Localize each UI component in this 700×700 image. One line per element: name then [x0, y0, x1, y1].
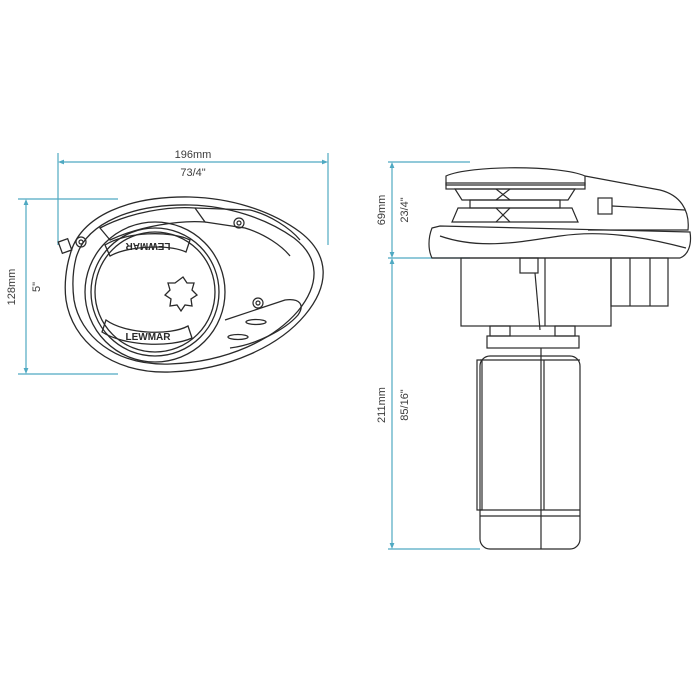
upper-metric-label: 69mm: [376, 195, 388, 226]
screw-icon: [75, 217, 264, 309]
top-view: 196mm 73/4" 128mm 5": [6, 149, 329, 375]
upper-imperial-label: 23/4": [399, 197, 411, 222]
width-imperial-label: 73/4": [180, 167, 205, 179]
height-dimension: [18, 198, 118, 375]
lower-metric-label: 211mm: [376, 387, 388, 423]
windlass-side-outline: [428, 167, 692, 550]
drum-cover: [84, 221, 226, 363]
lower-imperial-label: 85/16": [399, 389, 411, 421]
height-metric-label: 128mm: [6, 269, 18, 306]
brand-text-bottom: LEWMAR: [126, 332, 172, 343]
side-view: 69mm 23/4" 211mm 85/16": [376, 161, 692, 550]
width-metric-label: 196mm: [175, 149, 212, 161]
windlass-top-outline: [57, 196, 324, 373]
height-imperial-label: 5": [31, 282, 43, 292]
brand-text-top: LEWMAR: [125, 240, 171, 251]
side-dimensions: [388, 161, 480, 550]
